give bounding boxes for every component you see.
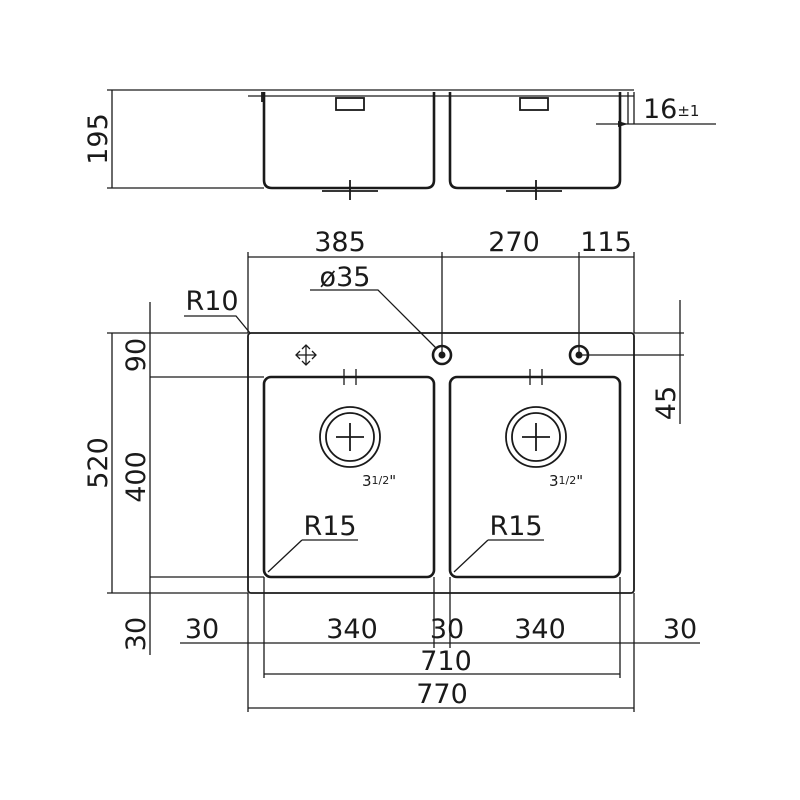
dim-710: 710 [420,646,472,677]
dim-r10: R10 [185,286,238,317]
left-overflow-mark [338,369,362,385]
left-bowl-profile [262,92,436,190]
side-elevation: 195 16±1 [83,89,716,200]
left-drain-size-fraction: 1/2 [372,474,390,487]
dim-385: 385 [314,227,366,258]
diameter-leader [310,289,438,350]
dim-520: 520 [83,437,114,489]
dim-30-divider: 30 [430,614,464,645]
right-radius-leader [453,539,544,573]
outer-radius-leader [184,315,251,334]
dim-340-left: 340 [326,614,378,645]
right-drain-size-whole: 3 [549,472,559,490]
depth-label: 195 [83,113,114,165]
plan-view: 31/2" 31/2" [83,227,700,712]
dim-r15-left: R15 [303,511,356,542]
dim-diameter: ø35 [320,262,371,293]
left-drain-size-whole: 3 [362,472,372,490]
left-radius-leader [267,539,358,573]
right-drain-size: 31/2" [549,472,583,490]
dim-30-front: 30 [121,617,152,651]
right-drain-inner [511,412,561,462]
dim-270: 270 [488,227,540,258]
rim-height-value: 16 [643,94,677,125]
dim-30-left: 30 [185,614,219,645]
dim-400: 400 [121,451,152,503]
right-drain-size-fraction: 1/2 [559,474,577,487]
tap-hole-center-mark [295,344,317,366]
dim-45: 45 [651,386,682,420]
rim-tolerance-value: ±1 [677,102,699,120]
right-drain [505,406,567,468]
dim-340-right: 340 [514,614,566,645]
left-drain [319,406,381,468]
right-overflow-mark [524,369,548,385]
left-drain-size: 31/2" [362,472,396,490]
sink-outline [247,332,635,594]
right-drain-size-unit: " [576,472,583,490]
left-overflow-slot [335,97,365,111]
dim-770: 770 [416,679,468,710]
right-overflow-slot [519,97,549,111]
rim-height-label: 16±1 [643,94,699,125]
left-drain-inner [325,412,375,462]
dim-30-right: 30 [663,614,697,645]
rim-arrow [618,121,628,127]
dim-115: 115 [580,227,632,258]
right-bowl-profile [448,92,622,190]
dim-r15-right: R15 [489,511,542,542]
left-drain-size-unit: " [389,472,396,490]
left-drain-outer [319,406,381,468]
dim-90: 90 [121,338,152,372]
right-drain-outer [505,406,567,468]
